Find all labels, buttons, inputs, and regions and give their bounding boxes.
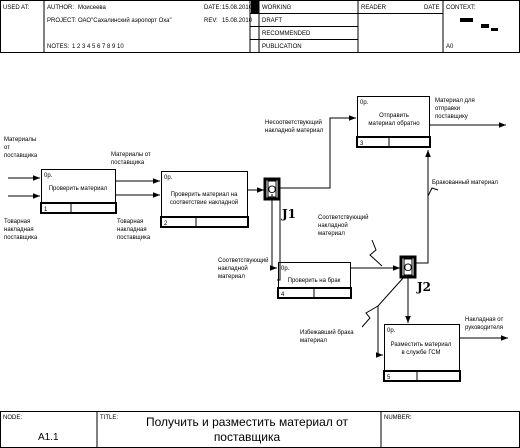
label-conforming-left-2: накладной bbox=[218, 265, 248, 272]
label-invoice-in-3: поставщика bbox=[4, 235, 38, 241]
reader-label: READER bbox=[361, 5, 387, 11]
diagram-title-line1: Получить и разместить материал от bbox=[146, 415, 349, 429]
node-value: A1.1 bbox=[38, 432, 59, 443]
label-conforming-top-3: материал bbox=[318, 231, 345, 237]
label-nodefect-2: материал bbox=[300, 338, 327, 344]
activity-box-3[interactable]: 0р. Отправить материал обратно 3 bbox=[356, 96, 431, 148]
box-2-op: 0р. bbox=[164, 175, 173, 181]
context-thumbnail-box bbox=[491, 28, 498, 31]
arrow-j1-to-box4-path[interactable] bbox=[277, 194, 281, 281]
box-1-number: 1 bbox=[44, 207, 48, 213]
junction-j1[interactable]: O J1 bbox=[263, 177, 296, 221]
label-conforming-left-3: материал bbox=[218, 274, 245, 280]
label-materials-12-2: поставщика bbox=[111, 160, 145, 166]
box-3-number: 3 bbox=[360, 141, 364, 147]
arrow-j2-to-box5[interactable] bbox=[376, 276, 405, 358]
label-conforming-top-1: Соответствующий bbox=[318, 214, 369, 221]
label-materials-in-3: поставщика bbox=[4, 153, 38, 159]
reader-date-label: DATE bbox=[424, 5, 440, 11]
box-5-op: 0р. bbox=[387, 328, 396, 334]
box-1-op: 0р. bbox=[44, 173, 53, 179]
diagram-title-line2: поставщика bbox=[214, 430, 281, 444]
label-out5-2: руководителя bbox=[465, 325, 503, 331]
label-leader-nodefect bbox=[361, 305, 379, 328]
activity-box-5[interactable]: 0р. Разместить материал в службе ГСМ 5 bbox=[383, 324, 461, 382]
label-leader-defective bbox=[427, 187, 439, 197]
context-node: A0 bbox=[446, 44, 454, 50]
label-materials-in-2: от bbox=[4, 145, 10, 151]
box-4-label: Проверить на брак bbox=[288, 278, 341, 284]
author-label: AUTHOR: bbox=[47, 5, 74, 11]
label-invoice-12-1: Товарная bbox=[117, 219, 143, 225]
rev-value: 15.08.2010 bbox=[222, 18, 253, 24]
label-invoice-in-1: Товарная bbox=[4, 219, 30, 225]
box-4-op: 0р. bbox=[281, 266, 290, 272]
author-value: Моисеева bbox=[78, 5, 107, 11]
notes-value: 1 2 3 4 5 6 7 8 9 10 bbox=[72, 44, 124, 50]
box-2-label-line1: Проверить материал на bbox=[171, 192, 239, 198]
notes-label: NOTES: bbox=[47, 44, 70, 50]
label-conforming-top-2: накладной bbox=[318, 222, 348, 229]
context-label: CONTEXT: bbox=[446, 5, 476, 11]
label-invoice-12-2: накладная bbox=[117, 227, 147, 233]
junction-j1-symbol: O bbox=[268, 184, 277, 196]
title-label: TITLE: bbox=[100, 415, 118, 421]
junction-j2[interactable]: O J2 bbox=[399, 255, 431, 294]
junction-j1-name: J1 bbox=[281, 207, 296, 221]
node-label: NODE: bbox=[3, 415, 22, 421]
working-status-marker bbox=[251, 1, 259, 13]
status-recommended: RECOMMENDED bbox=[262, 31, 311, 37]
label-out3-2: отправки bbox=[435, 106, 460, 112]
label-conforming-left-1: Соответствующий bbox=[218, 257, 269, 264]
project-value: ОАО"Сахалинский аэропорт Оха" bbox=[78, 17, 172, 24]
label-nonconforming-1: Несоответствующий bbox=[265, 119, 322, 126]
activity-box-1[interactable]: 0р. Проверить материал 1 bbox=[40, 169, 117, 214]
box-5-label-line2: в службе ГСМ bbox=[401, 350, 440, 356]
context-thumbnail-box bbox=[460, 18, 473, 22]
box-5-number: 5 bbox=[387, 375, 391, 381]
date-label: DATE: bbox=[204, 5, 222, 11]
label-out5-1: Накладная от bbox=[465, 317, 503, 323]
label-materials-12-1: Материалы от bbox=[111, 152, 151, 158]
box-2-number: 2 bbox=[164, 221, 168, 227]
activity-box-2[interactable]: 0р. Проверить материал на соответствие н… bbox=[160, 171, 249, 228]
status-working: WORKING bbox=[262, 5, 292, 11]
box-1-label: Проверить материал bbox=[49, 186, 108, 192]
arrow-defective-to-box3[interactable] bbox=[415, 150, 431, 264]
label-defective: Бракованный материал bbox=[432, 179, 498, 186]
box-4-number: 4 bbox=[281, 292, 285, 298]
number-label: NUMBER: bbox=[384, 415, 412, 421]
label-leader-conforming bbox=[369, 239, 383, 267]
context-thumbnail-box bbox=[481, 24, 489, 28]
box-2-label-line2: соответствие накладной bbox=[170, 199, 238, 206]
status-publication: PUBLICATION bbox=[262, 44, 302, 50]
label-invoice-12-3: поставщика bbox=[117, 235, 151, 241]
label-out3-1: Материал для bbox=[435, 98, 475, 104]
box-3-label-line1: Отправить bbox=[379, 113, 409, 119]
label-invoice-in-2: накладная bbox=[4, 227, 34, 233]
rev-label: REV: bbox=[204, 18, 218, 24]
box-3-op: 0р. bbox=[360, 100, 369, 106]
status-draft: DRAFT bbox=[262, 18, 282, 24]
project-label: PROJECT: bbox=[47, 18, 76, 24]
date-value: 15.08.2010 bbox=[222, 5, 253, 11]
activity-box-4[interactable]: 0р. Проверить на брак 4 bbox=[277, 262, 352, 299]
label-nodefect-1: Избежавший брака bbox=[300, 329, 354, 336]
used-at-label: USED AT: bbox=[3, 5, 30, 11]
junction-j2-name: J2 bbox=[416, 280, 431, 294]
arrow-nonconforming-to-box3[interactable] bbox=[280, 115, 356, 189]
label-out3-3: поставщику bbox=[435, 114, 468, 120]
box-3-label-line2: материал обратно bbox=[368, 121, 420, 127]
junction-j2-symbol: O bbox=[404, 262, 413, 274]
label-nonconforming-2: накладной материал bbox=[265, 127, 324, 134]
label-materials-in-1: Материалы bbox=[4, 137, 36, 143]
box-5-label-line1: Разместить материал bbox=[391, 342, 452, 348]
